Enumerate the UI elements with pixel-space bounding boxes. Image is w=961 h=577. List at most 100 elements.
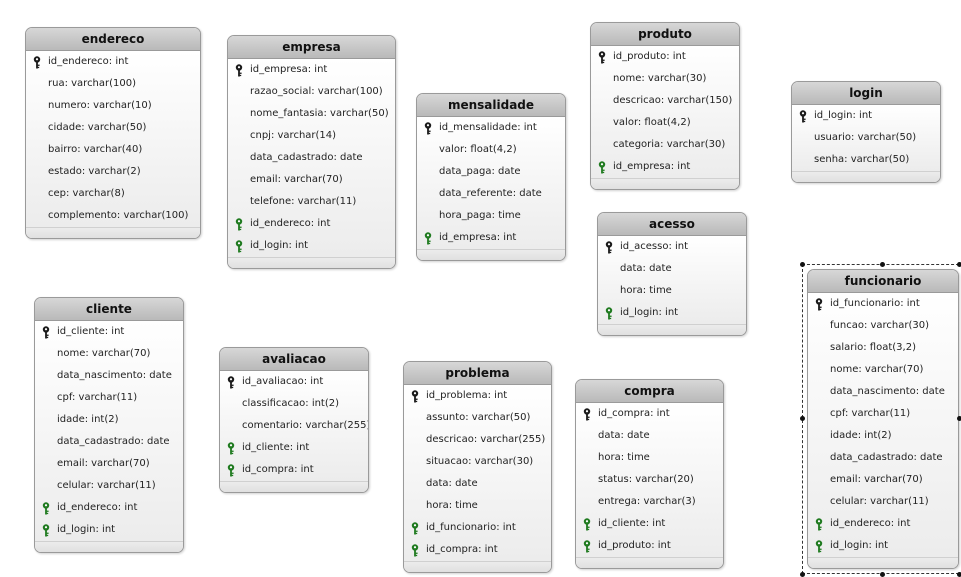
field-row[interactable]: id_produto: int bbox=[591, 46, 739, 68]
field-row[interactable]: nome: varchar(70) bbox=[35, 343, 183, 365]
field-row[interactable]: email: varchar(70) bbox=[35, 453, 183, 475]
field-row[interactable]: hora: time bbox=[576, 447, 723, 469]
field-row[interactable]: funcao: varchar(30) bbox=[808, 315, 958, 337]
field-row[interactable]: id_endereco: int bbox=[26, 51, 200, 73]
field-row[interactable]: hora: time bbox=[598, 280, 746, 302]
field-row[interactable]: cidade: varchar(50) bbox=[26, 117, 200, 139]
resize-handle[interactable] bbox=[880, 262, 885, 267]
field-row[interactable]: valor: float(4,2) bbox=[417, 139, 565, 161]
field-row[interactable]: usuario: varchar(50) bbox=[792, 127, 940, 149]
field-row[interactable]: id_compra: int bbox=[220, 459, 368, 481]
field-row[interactable]: id_funcionario: int bbox=[404, 517, 551, 539]
field-row[interactable]: id_cliente: int bbox=[35, 321, 183, 343]
field-row[interactable]: complemento: varchar(100) bbox=[26, 205, 200, 227]
field-row[interactable]: razao_social: varchar(100) bbox=[228, 81, 395, 103]
field-row[interactable]: descricao: varchar(150) bbox=[591, 90, 739, 112]
field-row[interactable]: salario: float(3,2) bbox=[808, 337, 958, 359]
field-row[interactable]: data_cadastrado: date bbox=[35, 431, 183, 453]
table-title[interactable]: acesso bbox=[598, 213, 746, 236]
resize-handle[interactable] bbox=[800, 572, 805, 577]
field-row[interactable]: cnpj: varchar(14) bbox=[228, 125, 395, 147]
field-row[interactable]: id_empresa: int bbox=[228, 59, 395, 81]
field-row[interactable]: data: date bbox=[404, 473, 551, 495]
field-row[interactable]: id_problema: int bbox=[404, 385, 551, 407]
table-title[interactable]: endereco bbox=[26, 28, 200, 51]
field-row[interactable]: descricao: varchar(255) bbox=[404, 429, 551, 451]
field-row[interactable]: entrega: varchar(3) bbox=[576, 491, 723, 513]
field-row[interactable]: valor: float(4,2) bbox=[591, 112, 739, 134]
field-row[interactable]: id_endereco: int bbox=[35, 497, 183, 519]
resize-handle[interactable] bbox=[957, 262, 961, 267]
field-row[interactable]: id_endereco: int bbox=[808, 513, 958, 535]
field-row[interactable]: id_mensalidade: int bbox=[417, 117, 565, 139]
field-row[interactable]: email: varchar(70) bbox=[808, 469, 958, 491]
field-row[interactable]: nome: varchar(70) bbox=[808, 359, 958, 381]
field-row[interactable]: rua: varchar(100) bbox=[26, 73, 200, 95]
field-row[interactable]: id_compra: int bbox=[576, 403, 723, 425]
field-row[interactable]: situacao: varchar(30) bbox=[404, 451, 551, 473]
field-row[interactable]: id_login: int bbox=[792, 105, 940, 127]
field-row[interactable]: id_compra: int bbox=[404, 539, 551, 561]
field-row[interactable]: categoria: varchar(30) bbox=[591, 134, 739, 156]
field-row[interactable]: data_paga: date bbox=[417, 161, 565, 183]
selection-box[interactable] bbox=[802, 264, 961, 574]
field-row[interactable]: data: date bbox=[598, 258, 746, 280]
table-title[interactable]: cliente bbox=[35, 298, 183, 321]
field-row[interactable]: data_referente: date bbox=[417, 183, 565, 205]
field-row[interactable]: comentario: varchar(255) bbox=[220, 415, 368, 437]
table-title[interactable]: problema bbox=[404, 362, 551, 385]
field-row[interactable]: id_login: int bbox=[228, 235, 395, 257]
field-row[interactable]: estado: varchar(2) bbox=[26, 161, 200, 183]
field-row[interactable]: id_login: int bbox=[35, 519, 183, 541]
table-title[interactable]: empresa bbox=[228, 36, 395, 59]
field-row[interactable]: idade: int(2) bbox=[808, 425, 958, 447]
field-row[interactable]: id_acesso: int bbox=[598, 236, 746, 258]
field-row[interactable]: cpf: varchar(11) bbox=[35, 387, 183, 409]
resize-handle[interactable] bbox=[800, 416, 805, 421]
field-row[interactable]: data: date bbox=[576, 425, 723, 447]
resize-handle[interactable] bbox=[800, 262, 805, 267]
resize-handle[interactable] bbox=[880, 572, 885, 577]
field-row[interactable]: celular: varchar(11) bbox=[808, 491, 958, 513]
field-row[interactable]: id_funcionario: int bbox=[808, 293, 958, 315]
field-row[interactable]: bairro: varchar(40) bbox=[26, 139, 200, 161]
table-title[interactable]: login bbox=[792, 82, 940, 105]
field-row[interactable]: hora: time bbox=[404, 495, 551, 517]
field-row[interactable]: telefone: varchar(11) bbox=[228, 191, 395, 213]
field-row[interactable]: id_produto: int bbox=[576, 535, 723, 557]
table-title[interactable]: mensalidade bbox=[417, 94, 565, 117]
field-row[interactable]: cep: varchar(8) bbox=[26, 183, 200, 205]
field-row[interactable]: senha: varchar(50) bbox=[792, 149, 940, 171]
field-row[interactable]: classificacao: int(2) bbox=[220, 393, 368, 415]
field-row[interactable]: nome: varchar(30) bbox=[591, 68, 739, 90]
field-row[interactable]: id_cliente: int bbox=[576, 513, 723, 535]
field-row[interactable]: data_nascimento: date bbox=[35, 365, 183, 387]
table-title[interactable]: produto bbox=[591, 23, 739, 46]
field-row[interactable]: assunto: varchar(50) bbox=[404, 407, 551, 429]
table-title[interactable]: funcionario bbox=[808, 270, 958, 293]
field-row[interactable]: id_endereco: int bbox=[228, 213, 395, 235]
field-row[interactable]: numero: varchar(10) bbox=[26, 95, 200, 117]
field-row[interactable]: id_login: int bbox=[808, 535, 958, 557]
field-row[interactable]: data_cadastrado: date bbox=[808, 447, 958, 469]
resize-handle[interactable] bbox=[957, 572, 961, 577]
field-row[interactable]: cpf: varchar(11) bbox=[808, 403, 958, 425]
field-row[interactable]: id_login: int bbox=[598, 302, 746, 324]
field-row[interactable]: idade: int(2) bbox=[35, 409, 183, 431]
table-title[interactable]: avaliacao bbox=[220, 348, 368, 371]
field-row[interactable]: id_empresa: int bbox=[591, 156, 739, 178]
field-row[interactable]: nome_fantasia: varchar(50) bbox=[228, 103, 395, 125]
field-row[interactable]: status: varchar(20) bbox=[576, 469, 723, 491]
field-row[interactable]: data_nascimento: date bbox=[808, 381, 958, 403]
